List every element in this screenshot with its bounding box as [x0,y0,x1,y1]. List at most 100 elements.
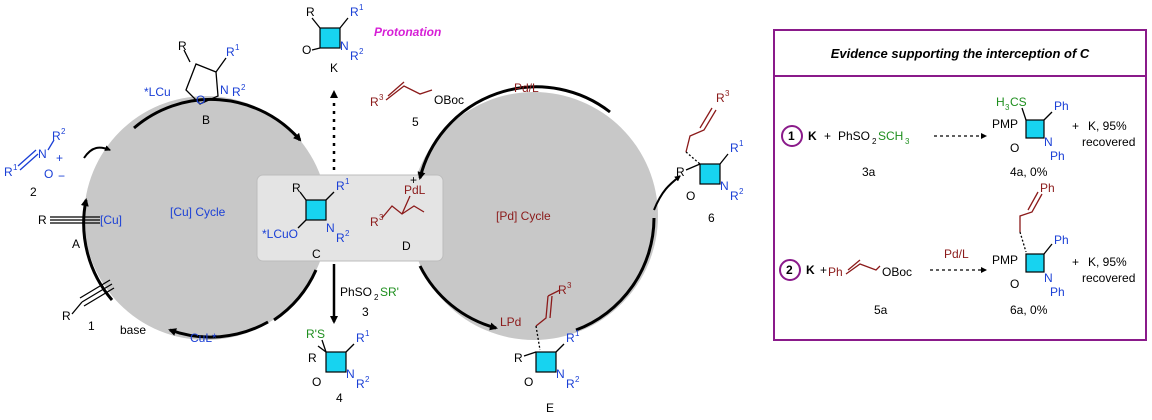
cu-arc-left [80,198,114,301]
cu-arc-top [133,98,302,142]
product-6: R 3 R R 1 O N R 2 6 [676,89,744,225]
reagent-3: PhSO 2 SR' 3 [340,285,399,319]
allyl-5: R 3 OBoc 5 [370,81,464,129]
svg-text:1: 1 [739,139,744,148]
experiment-2: 2 K + Ph OBoc 5a Pd/L Ph PMP Ph O N Ph 6… [779,181,1135,317]
svg-text:R: R [4,165,13,179]
svg-text:1: 1 [13,163,18,172]
svg-text:*LCu: *LCu [144,85,171,99]
pd-exit-arrow [653,175,681,211]
nitrone-2: R 1 N R 2 + O − 2 [4,127,66,199]
svg-text:R: R [232,85,241,99]
svg-text:4a, 0%: 4a, 0% [1010,165,1048,179]
cu-cycle-label: [Cu] Cycle [170,205,226,219]
svg-text:[Cu]: [Cu] [100,213,122,227]
svg-text:+: + [56,151,63,165]
svg-text:O: O [524,375,533,389]
svg-text:Ph: Ph [1054,99,1069,113]
svg-text:−: − [58,169,65,183]
svg-text:PMP: PMP [992,253,1018,267]
svg-text:Pd/L: Pd/L [944,247,969,261]
svg-text:3: 3 [379,93,384,102]
species-c: R R 1 *LCuO N R 2 C [262,177,350,261]
svg-text:A: A [72,237,80,251]
species-b: R R 1 *LCu N O R 2 B [144,39,246,127]
svg-text:R: R [558,283,567,297]
experiment-1: 1 K + PhSO 2 SCH 3 3a H 3 CS PMP Ph O N … [781,95,1135,179]
svg-text:2: 2 [61,127,66,136]
cu-arc-right [273,269,318,322]
svg-text:3: 3 [905,137,910,146]
svg-text:PdL: PdL [404,183,426,197]
svg-text:+: + [410,173,417,187]
svg-text:Ph: Ph [1050,149,1065,163]
svg-text:3: 3 [725,89,730,98]
svg-text:R: R [566,377,575,391]
evidence-title: Evidence supporting the interception of … [831,46,1090,61]
base-label: base [120,323,146,337]
svg-text:N: N [340,39,349,53]
svg-text:D: D [402,239,411,253]
pd-arc-right [575,217,656,332]
svg-text:3: 3 [1005,103,1010,112]
svg-text:K: K [808,129,817,143]
svg-text:O: O [1010,277,1019,291]
alkyne-1: R 1 [62,279,115,333]
svg-text:3: 3 [362,305,369,319]
svg-text:+: + [1072,119,1079,133]
svg-text:Ph: Ph [828,265,843,279]
svg-text:1: 1 [345,177,350,186]
pd-cycle-circle [410,92,658,340]
svg-text:2: 2 [739,187,744,196]
svg-text:K: K [330,61,338,75]
svg-text:SR': SR' [380,285,399,299]
svg-text:R: R [730,189,739,203]
svg-text:PMP: PMP [992,117,1018,131]
svg-text:R: R [62,309,71,323]
svg-text:6a, 0%: 6a, 0% [1010,303,1048,317]
svg-text:E: E [546,401,554,415]
svg-text:R: R [716,91,725,105]
svg-text:O: O [302,43,311,57]
svg-text:R: R [730,141,739,155]
svg-text:1: 1 [788,129,795,143]
svg-text:O: O [686,189,695,203]
svg-text:SCH: SCH [878,129,903,143]
svg-text:N: N [556,367,565,381]
svg-text:2: 2 [359,47,364,56]
svg-text:OBoc: OBoc [434,93,464,107]
svg-text:R: R [306,5,315,19]
svg-text:R: R [336,231,345,245]
svg-text:R: R [676,165,685,179]
svg-text:C: C [312,247,321,261]
cu-cycle-circle [84,96,328,340]
svg-text:1: 1 [88,319,95,333]
product-4: R'S R R 1 O N R 2 4 [306,327,370,405]
svg-text:R'S: R'S [306,327,325,341]
svg-text:3a: 3a [862,165,876,179]
svg-text:R: R [370,215,379,229]
svg-text:1: 1 [359,3,364,12]
svg-text:LPd: LPd [500,315,521,329]
svg-text:Ph: Ph [1054,233,1069,247]
svg-text:5: 5 [412,115,419,129]
svg-text:O: O [196,93,205,107]
species-a: R [Cu] A [38,213,122,251]
svg-text:1: 1 [235,43,240,52]
pd-arc-top [417,85,611,180]
svg-text:R: R [336,179,345,193]
svg-text:recovered: recovered [1082,135,1135,149]
evidence-panel: Evidence supporting the interception of … [773,29,1147,341]
svg-text:Ph: Ph [1050,285,1065,299]
cu-catalyst-label: CuL* [190,331,217,345]
svg-text:R: R [514,351,523,365]
product-k: R R 1 O N R 2 K [302,3,364,75]
svg-text:N: N [220,83,229,97]
svg-text:K, 95%: K, 95% [1088,255,1127,269]
svg-text:2: 2 [374,293,379,302]
svg-text:N: N [1044,135,1053,149]
svg-text:N: N [326,221,335,235]
svg-text:R: R [370,95,379,109]
svg-text:H: H [996,95,1005,109]
